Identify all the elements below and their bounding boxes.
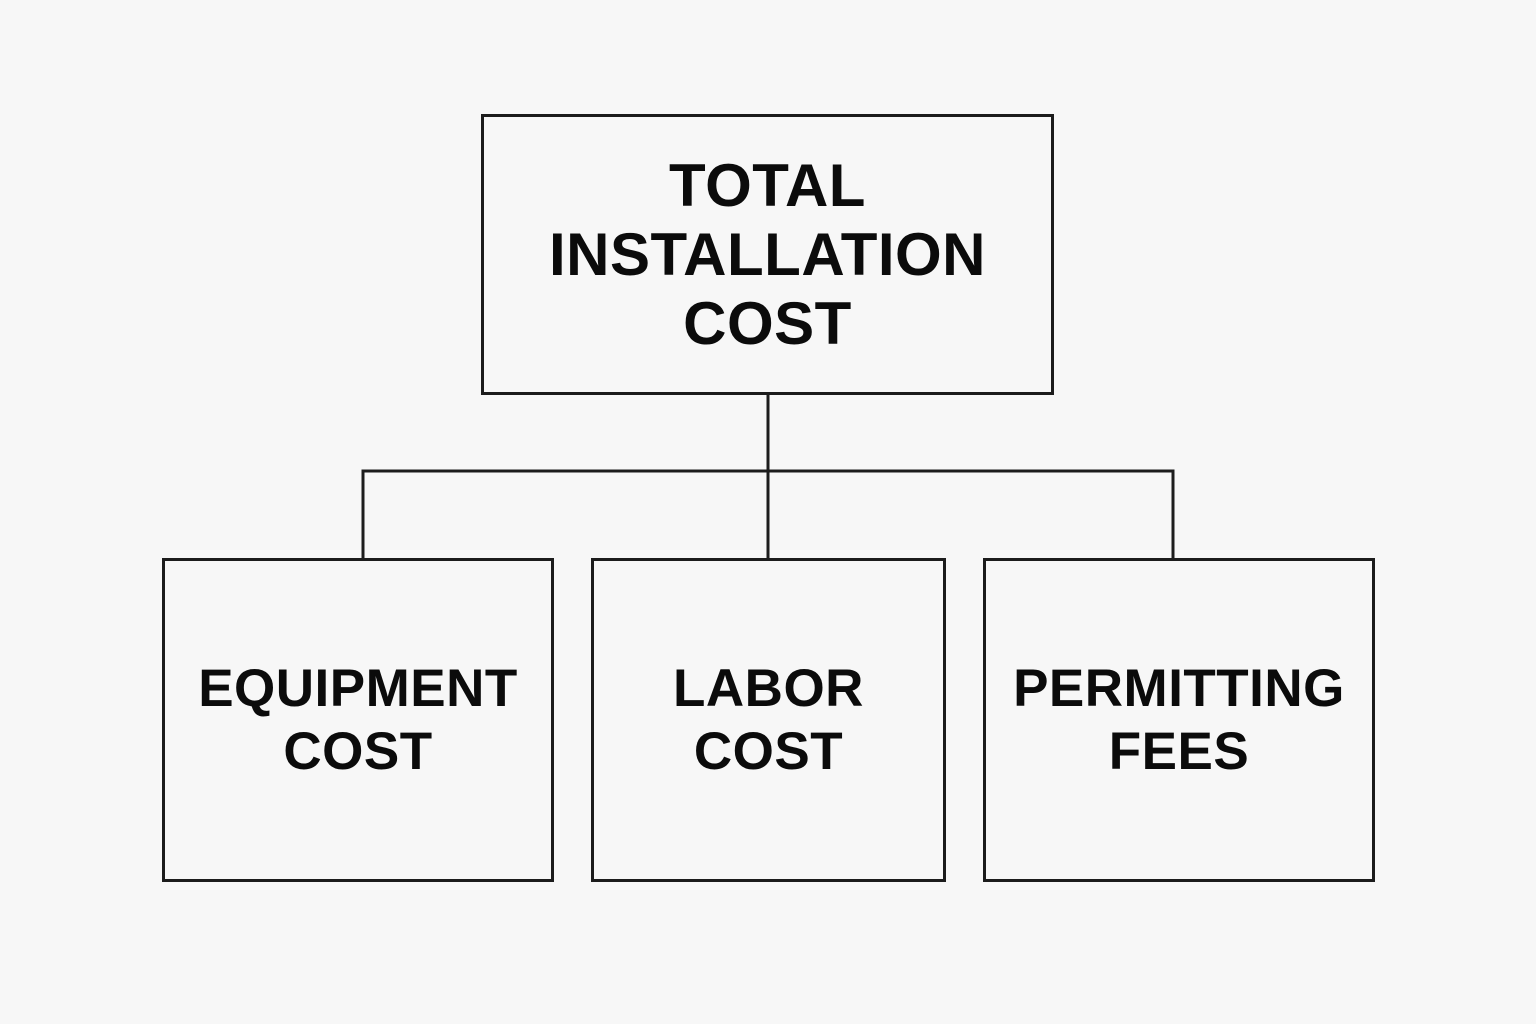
equipment-cost-node: EQUIPMENT COST (162, 558, 554, 882)
equipment-cost-label: EQUIPMENT COST (198, 659, 518, 781)
permitting-fees-node: PERMITTING FEES (983, 558, 1375, 882)
permitting-fees-label: PERMITTING FEES (1013, 659, 1345, 781)
total-installation-cost-label: TOTAL INSTALLATION COST (548, 152, 987, 357)
total-installation-cost-node: TOTAL INSTALLATION COST (481, 114, 1054, 395)
labor-cost-label: LABOR COST (673, 659, 864, 781)
labor-cost-node: LABOR COST (591, 558, 946, 882)
